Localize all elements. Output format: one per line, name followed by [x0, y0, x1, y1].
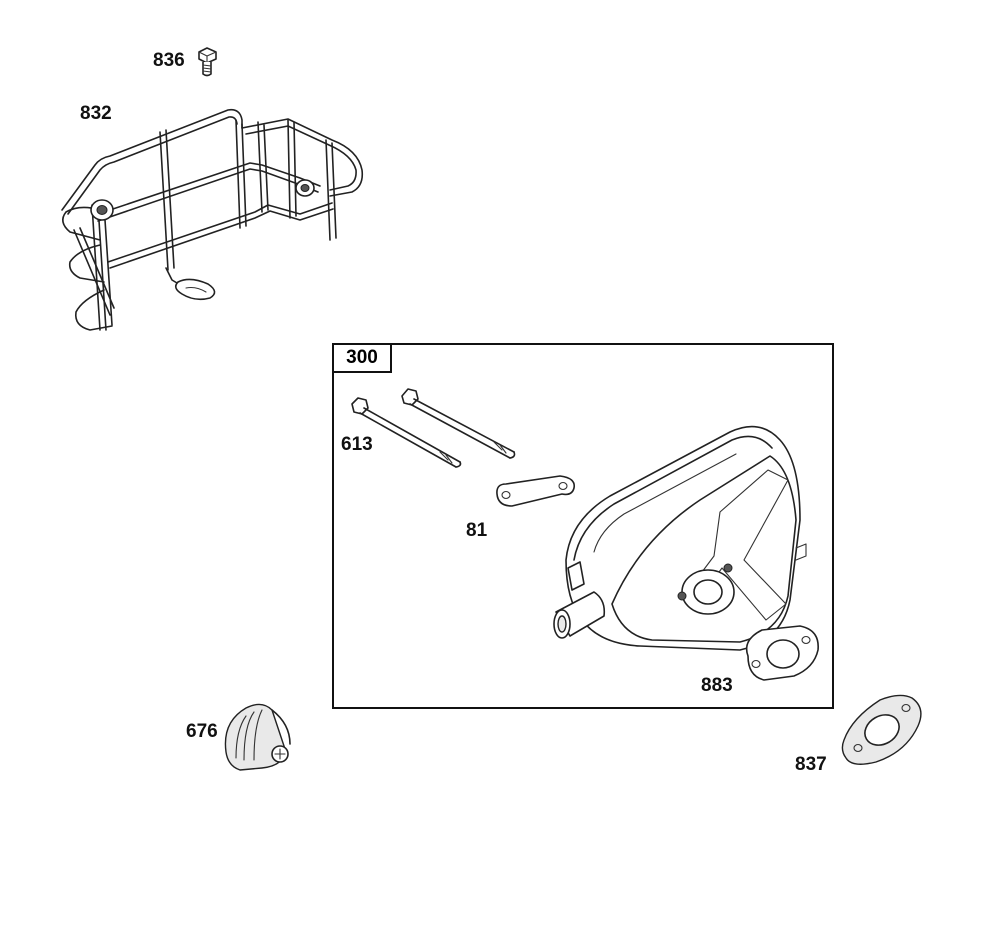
kit-frame — [332, 343, 834, 709]
kit-label-300: 300 — [332, 343, 392, 373]
muffler-guard-832-icon — [61, 108, 364, 331]
gasket-883-icon — [745, 625, 819, 681]
deflector-676-icon — [224, 703, 291, 771]
part-label-836: 836 — [153, 50, 185, 71]
part-label-676: 676 — [186, 721, 218, 742]
part-label-81: 81 — [466, 520, 488, 541]
part-label-832: 832 — [80, 103, 112, 124]
screw-836-icon — [198, 47, 217, 77]
muffler-icon — [553, 425, 807, 651]
part-label-883: 883 — [701, 675, 733, 696]
part-label-613: 613 — [341, 434, 373, 455]
plate-81-icon — [496, 475, 576, 507]
part-label-837: 837 — [795, 754, 827, 775]
bolt-613-icon — [351, 388, 516, 468]
gasket-837-icon — [841, 694, 922, 765]
